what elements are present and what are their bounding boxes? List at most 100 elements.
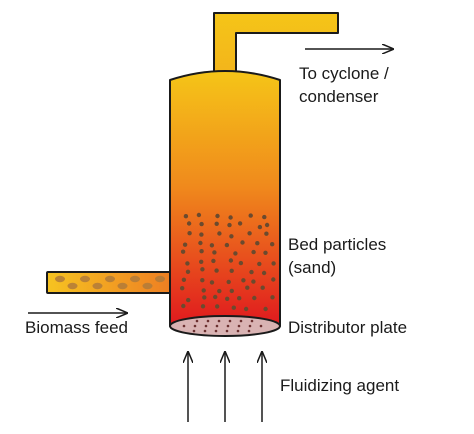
bed-particle [264,231,269,236]
bed-particle [180,249,186,254]
bed-particle [181,277,187,282]
bed-particle [233,251,238,256]
outlet-label-line2: condenser [299,87,379,106]
bed-particle [227,222,232,228]
bed-particle [228,215,233,220]
bed-particle [187,231,192,236]
plate-hole [250,319,254,323]
bed-particle [200,278,205,283]
bed-particle [213,294,218,300]
feed-particle [105,275,115,283]
outlet-label-line1: To cyclone / [299,64,389,83]
bed-particle [180,286,185,291]
bed-particle [185,261,190,266]
bed-particle [226,279,231,285]
bed-particle [202,295,207,300]
plate-hole [236,329,240,333]
bed-particle [229,268,234,273]
bed-particle [255,241,260,246]
plate-hole [259,324,263,328]
bed-particle [270,242,275,247]
bed-particle [229,234,234,239]
bed-particle [270,295,275,300]
bed-particle [237,296,242,301]
distributor-plate-holes [182,319,263,333]
plate-hole [225,329,229,333]
bed-particle [257,224,263,230]
bed-particle [225,296,230,301]
bed-particle [251,279,256,284]
plate-hole [215,324,219,328]
bed-particle [251,249,256,255]
bed-particle [215,213,220,219]
bed-particle [261,270,267,276]
bed-particle [209,243,215,248]
bed-particle [247,231,252,236]
bed-particle [186,297,191,303]
bed-particle [238,260,244,266]
feed-particle [80,275,90,283]
bed-particle [264,222,270,228]
plate-hole [237,324,241,328]
plate-hole [226,324,230,328]
plate-hole [217,319,221,323]
bed-particle [214,221,219,226]
plate-hole [239,319,243,323]
bed-particles-label-line2: (sand) [288,258,337,277]
bed-particle [183,214,189,219]
feed-tube-particles [55,275,165,290]
feed-particle [155,275,165,283]
bed-particle [185,269,191,274]
bed-particle [229,288,234,294]
plate-hole [248,324,252,328]
plate-hole [192,329,196,333]
bed-particle [240,240,245,245]
bed-particle [211,258,216,264]
plate-hole [204,324,208,328]
bed-particle [182,242,188,247]
bed-particle [257,261,262,267]
bed-particles-label-line1: Bed particles [288,235,387,254]
bed-particle [199,232,204,237]
reactor-vessel [169,70,281,327]
bed-particle [252,295,257,301]
feed-particle [55,275,65,283]
bed-particle [217,288,222,294]
plate-hole [228,319,232,323]
feed-particle [117,282,128,290]
bed-particle [196,212,202,218]
bed-particle [263,306,268,312]
plate-hole [182,324,186,328]
plate-hole [203,329,207,333]
biomass-feed-label: Biomass feed [25,318,128,337]
bed-particle [245,285,250,290]
plate-hole [195,319,199,323]
bed-particle [215,304,220,309]
bed-particle [260,285,265,290]
distributor-plate [169,315,281,337]
bed-particle [271,277,276,282]
fluidizing-agent-label: Fluidizing agent [280,376,400,395]
bed-particle [199,259,204,264]
bed-particle [231,305,236,310]
bed-particle [186,221,192,226]
bed-particle [263,250,268,255]
bed-particle [228,258,234,263]
bed-particle [200,304,206,309]
plate-hole [206,319,210,323]
feed-particle [92,282,103,290]
bed-particle [198,240,203,246]
bed-particle [249,269,254,275]
biomass-feed-tube [46,271,171,294]
bed-particle [241,278,246,283]
bed-particle [243,306,249,312]
bed-particle [214,268,219,273]
bed-particle [199,249,204,254]
bed-particle [237,221,243,226]
bed-particle [201,288,206,293]
feed-particle [142,282,153,290]
bed-particle [224,242,230,248]
plate-hole [214,329,218,333]
bed-particle [248,213,253,218]
